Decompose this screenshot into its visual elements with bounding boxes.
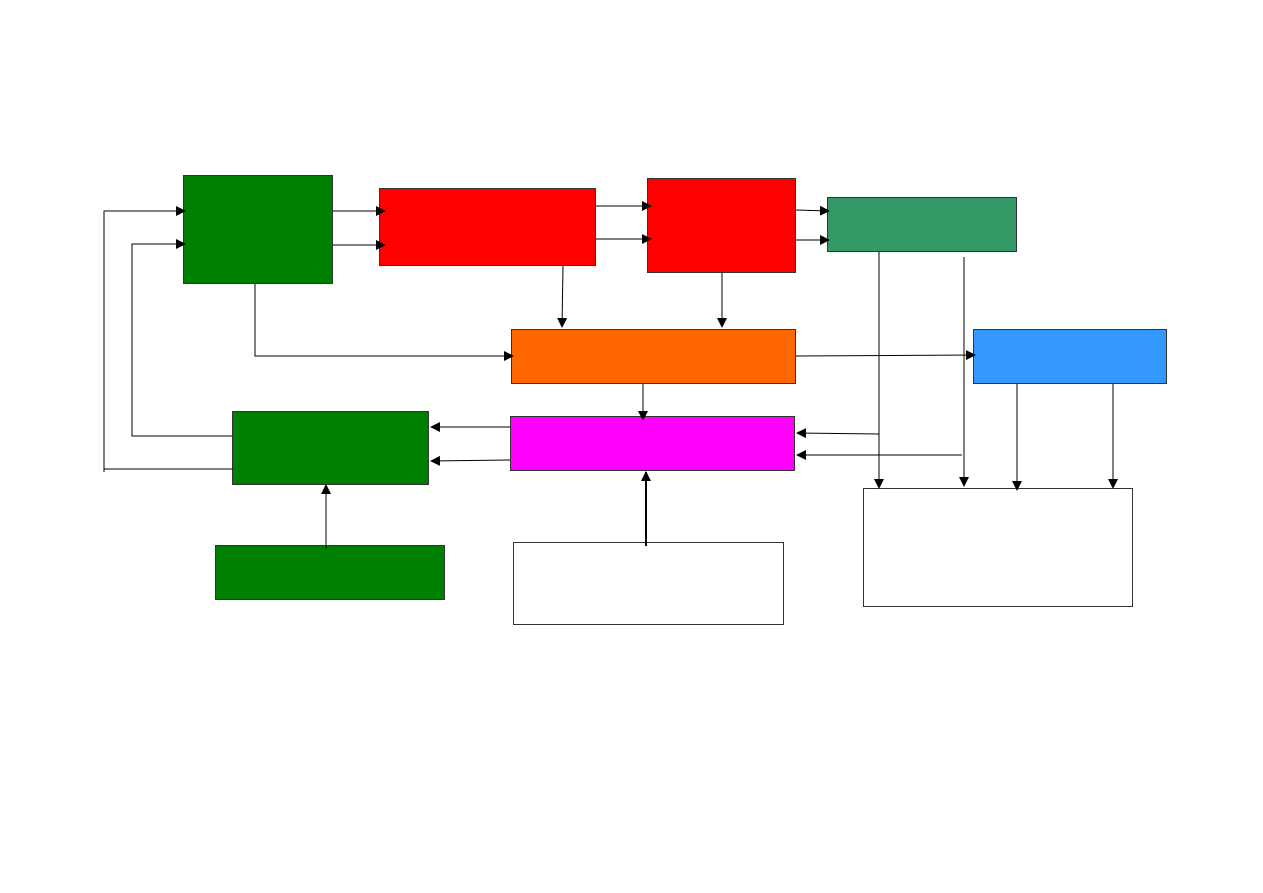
green-block-top-left	[183, 175, 333, 284]
arrow-green-to-orange	[254, 284, 514, 361]
green-block-bottom-left	[215, 545, 445, 600]
white-block-bottom-center	[513, 542, 784, 625]
orange-block	[511, 329, 796, 384]
arrow-branch-to-magenta-top	[796, 428, 880, 439]
arrow-inner-feedback	[131, 239, 232, 437]
green-block-middle-left	[232, 411, 429, 485]
blue-block	[973, 329, 1167, 384]
arrow-outer-feedback	[103, 206, 186, 472]
white-block-bottom-right	[863, 488, 1133, 607]
red-block-right	[647, 178, 796, 273]
arrow-red2-to-seagreen-top	[795, 205, 830, 216]
arrow-orange-to-blue	[795, 350, 976, 361]
sea-green-block	[827, 197, 1017, 252]
arrow-red1-to-orange	[557, 265, 568, 328]
red-block-left	[379, 188, 596, 266]
magenta-block	[510, 416, 795, 471]
arrow-magenta-to-greenmid-bottom	[430, 455, 511, 466]
